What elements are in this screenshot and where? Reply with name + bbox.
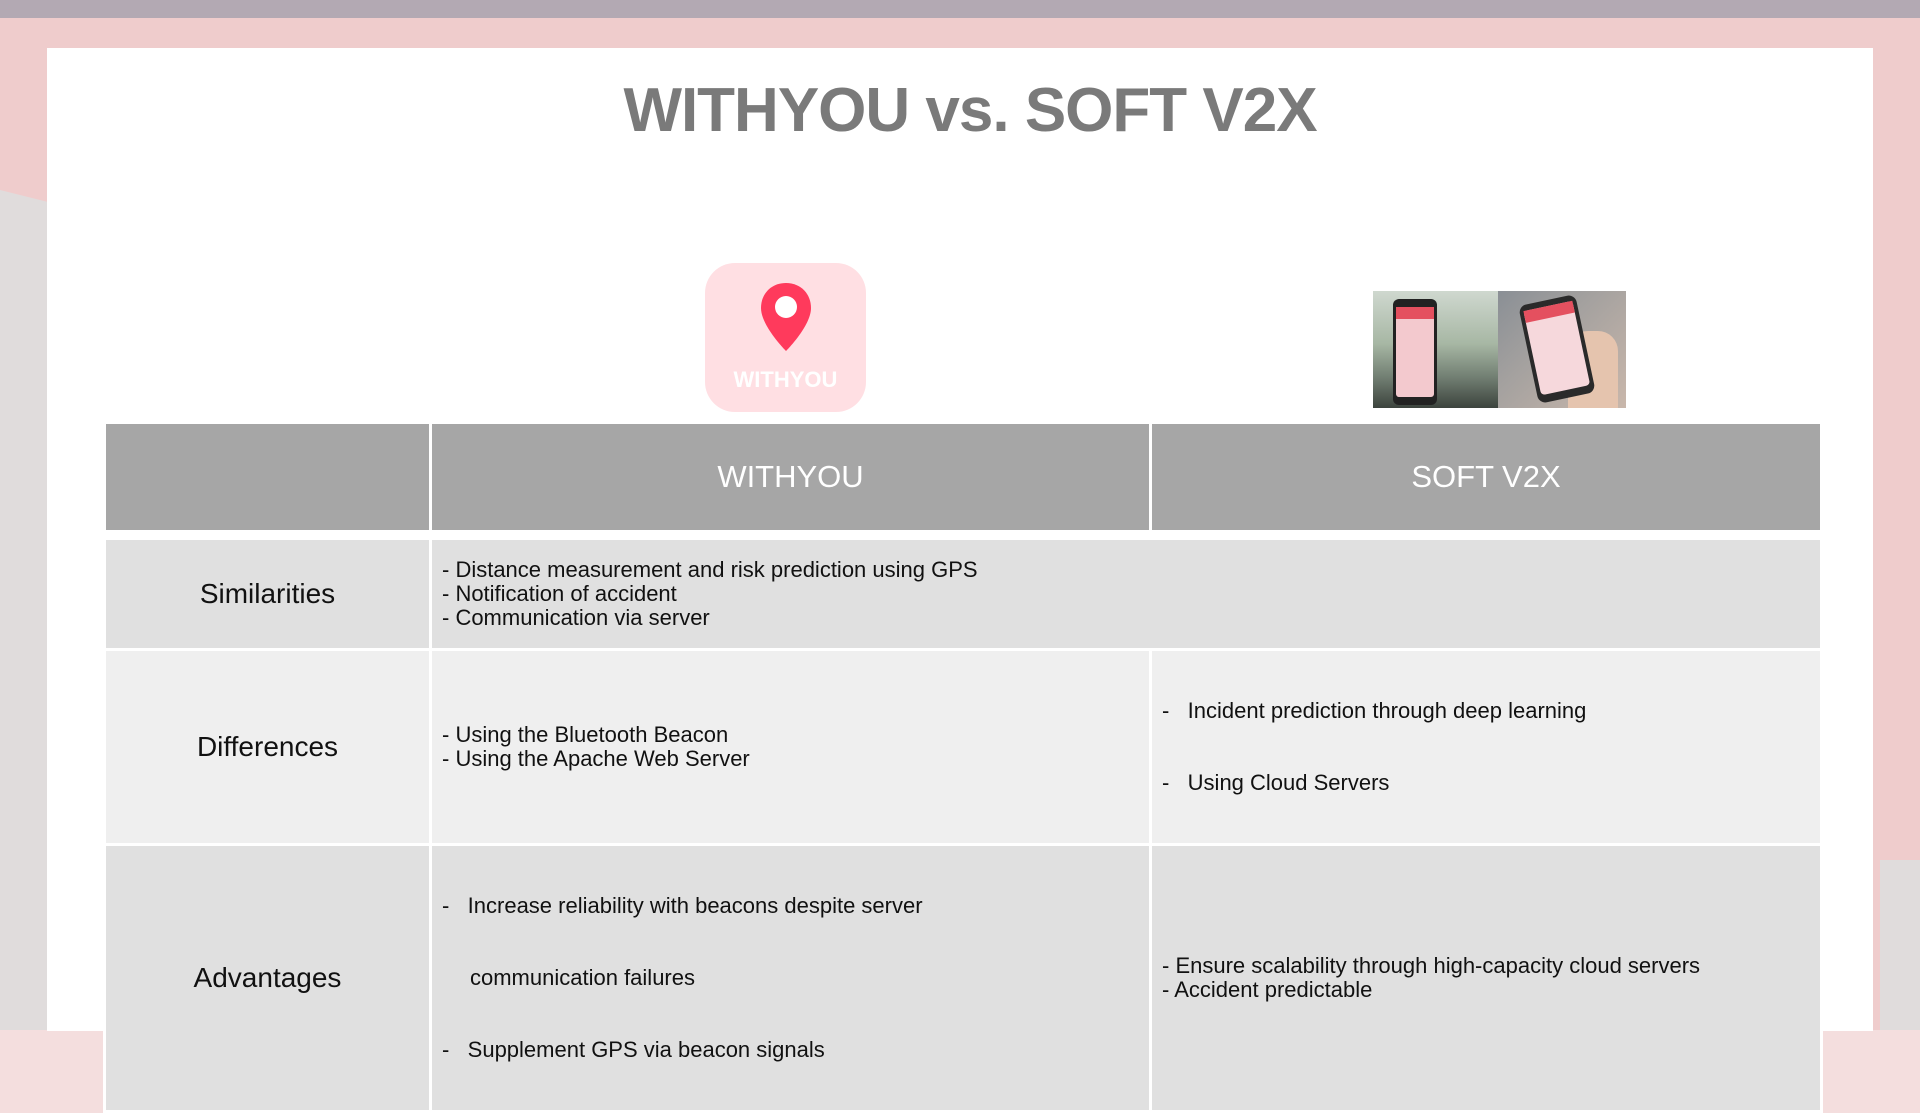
list-item: - Supplement GPS via beacon signals [442,1037,825,1062]
table-row-advantages: Advantages - Increase reliability with b… [103,843,1823,1113]
table-row-similarities: Similarities - Distance measurement and … [103,537,1823,651]
list-item: - Accident predictable [1162,977,1373,1002]
frame-top [16,18,1904,48]
photo-hand-phone [1498,291,1626,408]
header-cell-softv2x: SOFT V2X [1149,421,1823,533]
advantages-softv2x-cell: - Ensure scalability through high-capaci… [1149,843,1823,1113]
list-item: - Distance measurement and risk predicti… [442,557,978,582]
phone-image [1393,299,1437,405]
advantages-withyou-cell: - Increase reliability with beacons desp… [429,843,1152,1113]
background-top-band [0,0,1920,18]
list-item: - Increase reliability with beacons desp… [442,893,923,918]
header-cell-empty [103,421,432,533]
list-item: - Using the Bluetooth Beacon [442,722,729,747]
photo-dashboard [1373,291,1498,408]
table-row-differences: Differences - Using the Bluetooth Beacon… [103,648,1823,846]
list-item: - Communication via server [442,605,710,630]
header-cell-withyou: WITHYOU [429,421,1152,533]
row-label: Differences [103,648,432,846]
list-item: - Using Cloud Servers [1162,770,1390,795]
list-item: - Incident prediction through deep learn… [1162,698,1587,723]
row-label: Similarities [103,537,432,651]
soft-v2x-photo [1373,291,1626,408]
frame-right [1872,18,1904,888]
location-pin-icon [761,283,811,351]
table-header-row: WITHYOU SOFT V2X [103,421,1823,533]
list-item: - Notification of accident [442,581,677,606]
list-item-continuation: communication failures [470,965,695,990]
list-item: - Ensure scalability through high-capaci… [1162,953,1701,978]
slide-title: WITHYOU vs. SOFT V2X [623,76,1317,145]
phone-image [1518,294,1596,404]
logo-text: WITHYOU [733,367,838,392]
row-label: Advantages [103,843,432,1113]
differences-withyou-cell: - Using the Bluetooth Beacon - Using the… [429,648,1152,846]
similarities-withyou-cell: - Distance measurement and risk predicti… [429,537,1823,651]
withyou-logo: WITHYOU [705,263,866,412]
differences-softv2x-cell: - Incident prediction through deep learn… [1149,648,1823,846]
comparison-table: WITHYOU SOFT V2X Similarities - Distance… [103,421,1823,1113]
list-item: - Using the Apache Web Server [442,746,750,771]
